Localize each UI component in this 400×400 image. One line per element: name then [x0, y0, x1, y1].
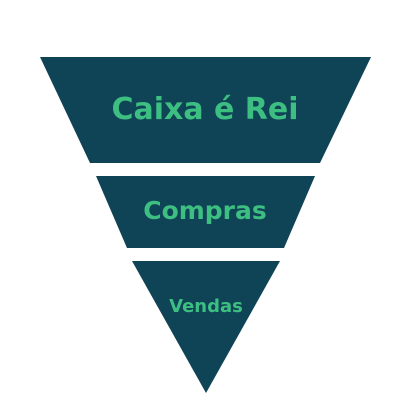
funnel-segment-middle: Compras — [96, 176, 315, 248]
funnel-segment-middle-label: Compras — [143, 196, 267, 225]
funnel-segment-bottom: Vendas — [132, 261, 280, 393]
funnel-segment-middle-shape — [96, 176, 315, 248]
funnel-segment-top-label: Caixa é Rei — [111, 92, 298, 127]
funnel-segment-bottom-shape — [132, 261, 280, 393]
funnel-segment-top: Caixa é Rei — [40, 57, 371, 163]
funnel-segment-top-shape — [40, 57, 371, 163]
funnel-segment-bottom-label: Vendas — [169, 296, 243, 317]
